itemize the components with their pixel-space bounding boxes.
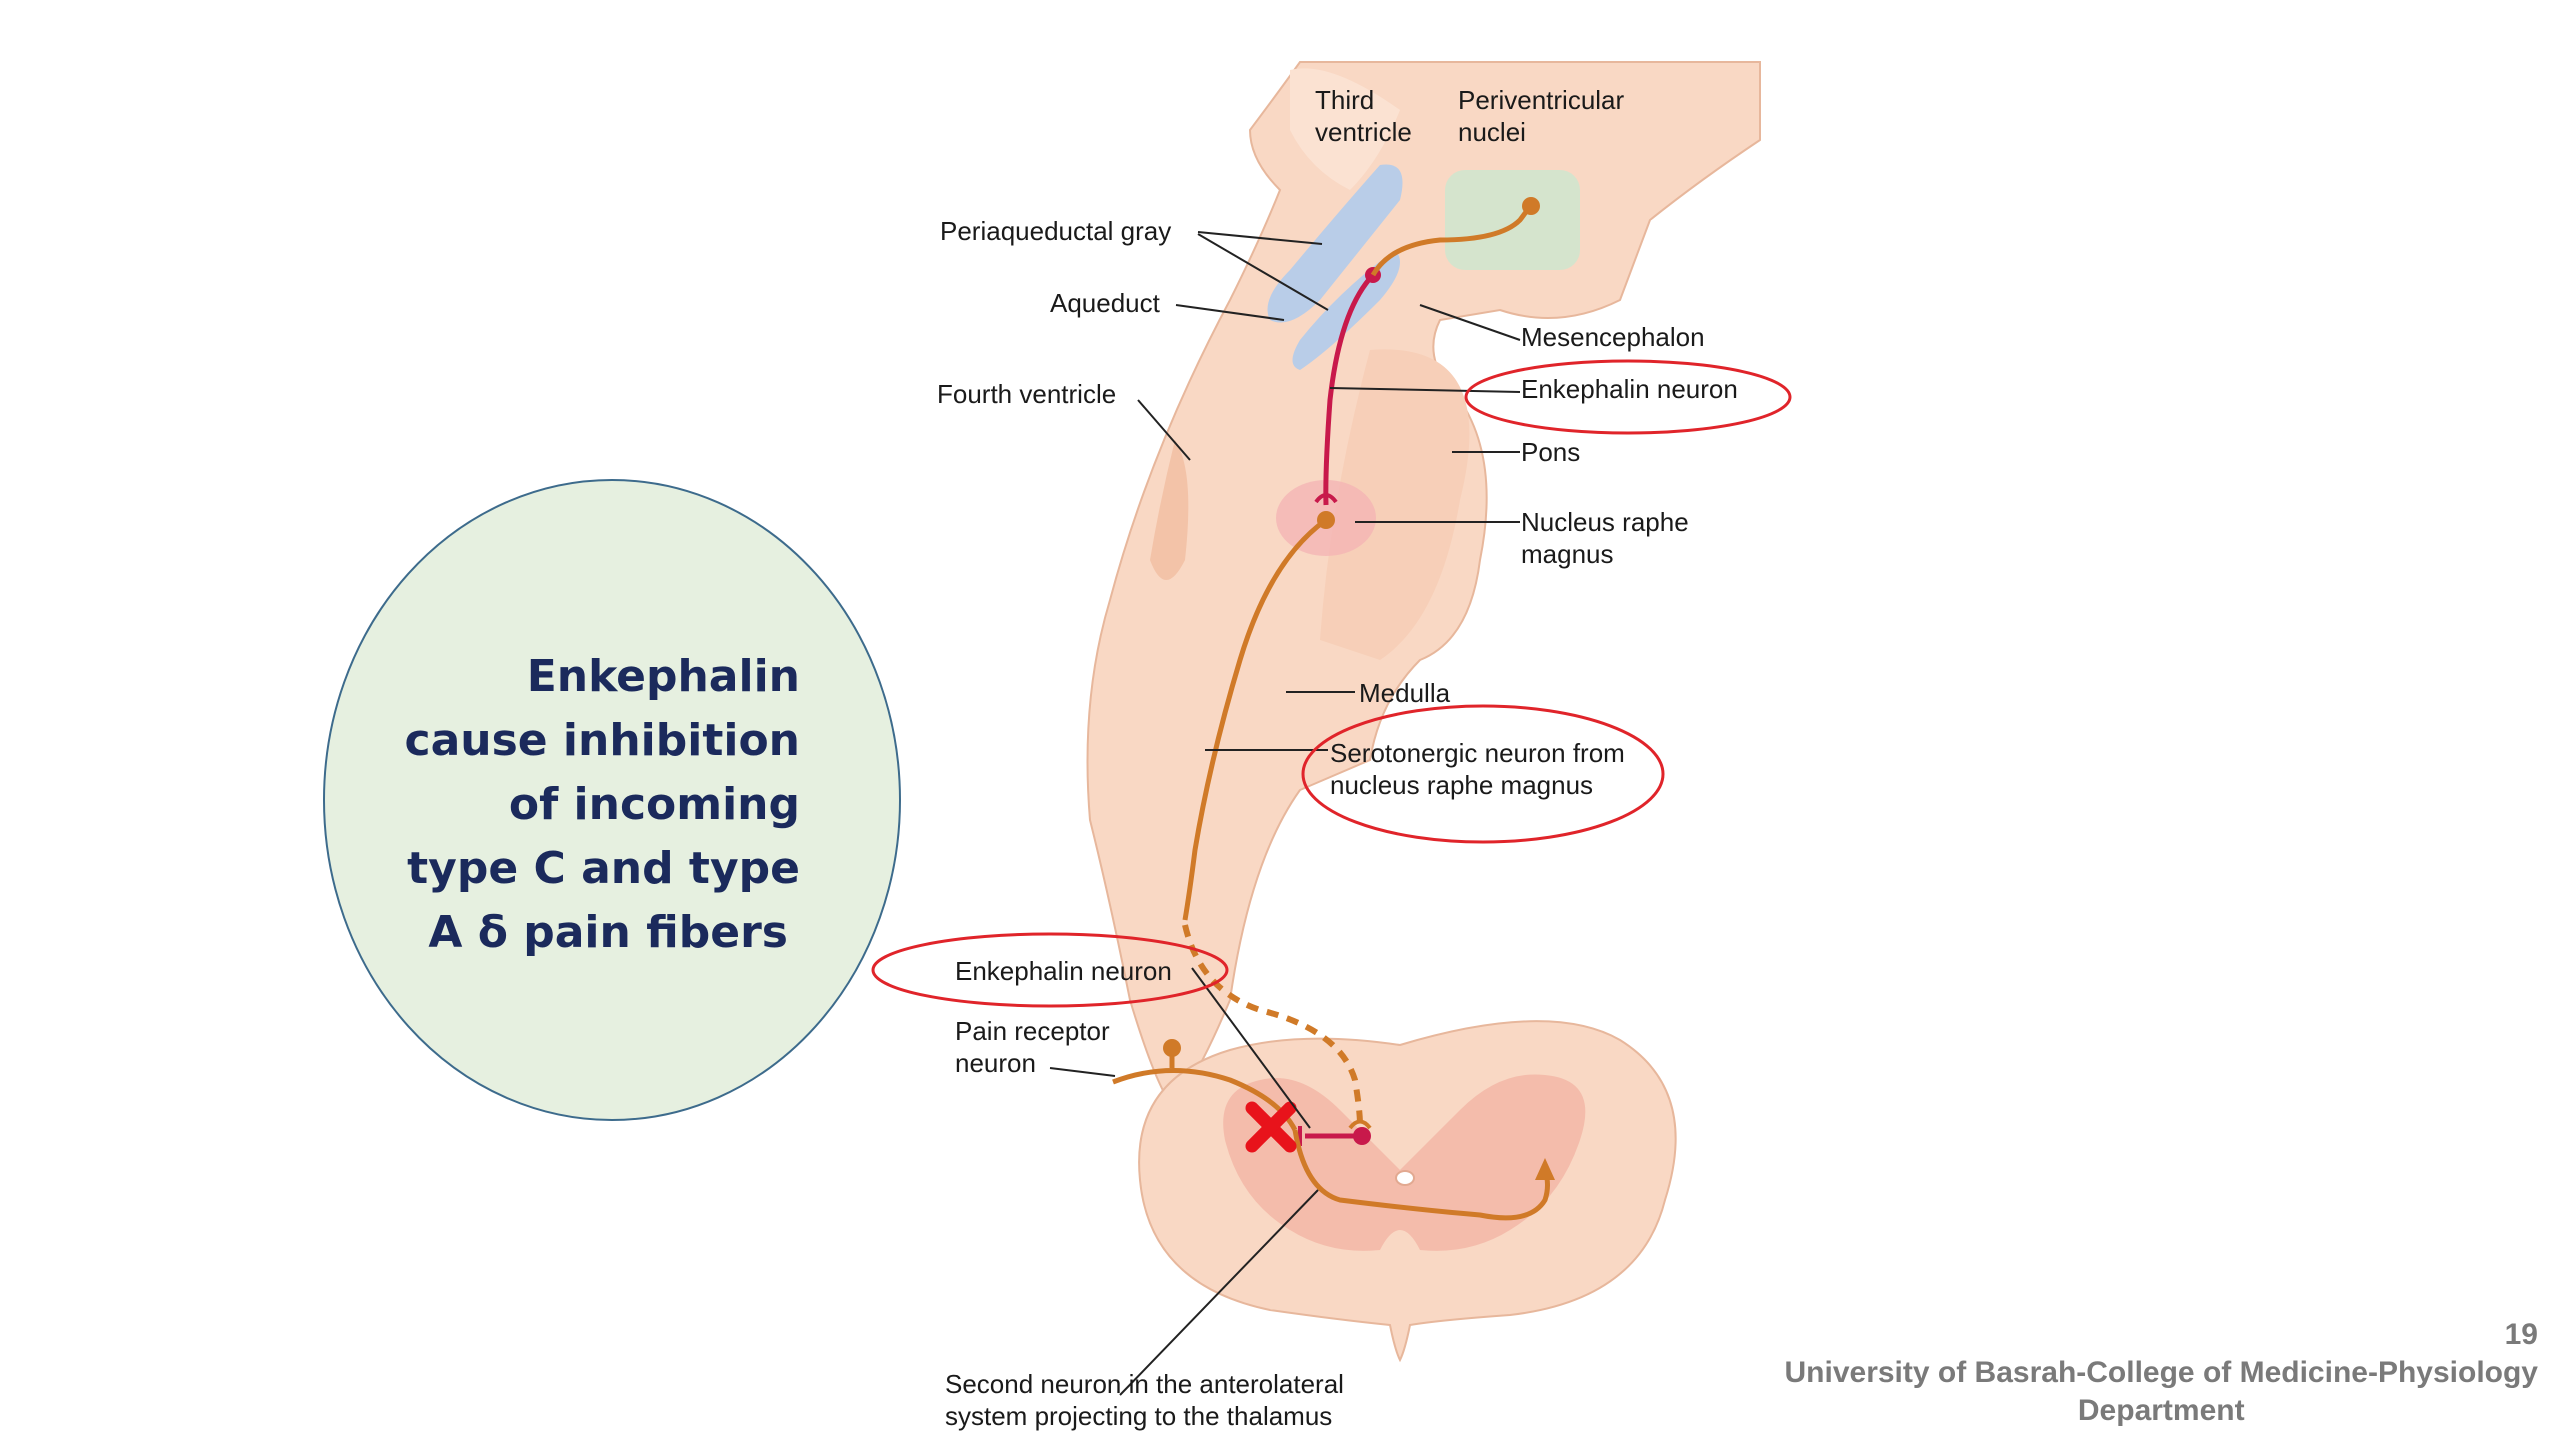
- callout-line: A δ pain fibers: [428, 907, 788, 958]
- enkephalin-neuron-soma-bottom: [1353, 1127, 1371, 1145]
- label-enkephalin-neuron-bottom: Enkephalin neuron: [955, 956, 1172, 986]
- periventricular-neuron-soma: [1522, 197, 1540, 215]
- callout-ellipse: [323, 479, 901, 1121]
- label-mesencephalon: Mesencephalon: [1521, 322, 1705, 352]
- fourth-ventricle-shape: [1150, 440, 1189, 580]
- enkephalin-terminal-top: [1314, 493, 1338, 504]
- enkephalin-neuron-top: [1323, 273, 1375, 506]
- label-pons: Pons: [1521, 437, 1580, 467]
- serotonergic-terminal: [1348, 1119, 1372, 1130]
- footer-institution: University of Basrah-College of Medicine…: [1784, 1356, 2539, 1389]
- callout-line: Enkephalin: [526, 651, 800, 702]
- callout-line: type C and type: [407, 843, 800, 894]
- serotonergic-neuron-axon: [1182, 517, 1328, 921]
- central-canal: [1395, 1170, 1415, 1186]
- footer-department: Department: [2077, 1394, 2245, 1427]
- page-number: 19: [2504, 1318, 2538, 1351]
- spinal-gray-matter: [1223, 1074, 1586, 1251]
- upper-tissue-lobe: [1290, 68, 1400, 190]
- highlight-oval-enkephalin-bottom: [871, 932, 1229, 1008]
- aqueduct-shape: [1267, 164, 1403, 323]
- label-fourth-ventricle: Fourth ventricle: [937, 379, 1116, 409]
- label-medulla: Medulla: [1359, 678, 1451, 708]
- leader-lines: [1049, 231, 1521, 1396]
- callout-line: of incoming: [508, 779, 800, 830]
- pons-shape: [1320, 349, 1470, 660]
- inhibition-x-icon: [1245, 1101, 1297, 1153]
- label-enkephalin-neuron-top: Enkephalin neuron: [1521, 374, 1738, 404]
- callout-line: cause inhibition: [404, 715, 800, 766]
- periventricular-nuclei-shape: [1445, 170, 1580, 270]
- serotonergic-neuron-dashed: [1182, 924, 1363, 1126]
- label-periaqueductal-gray: Periaqueductal gray: [940, 216, 1171, 246]
- second-neuron-arrowhead: [1535, 1158, 1555, 1180]
- label-aqueduct: Aqueduct: [1050, 288, 1161, 318]
- highlight-oval-serotonergic: [1301, 704, 1665, 844]
- callout-text: Enkephalin cause inhibition of incoming …: [300, 645, 800, 965]
- footer-attribution: University of Basrah-College of Medicine…: [1785, 1354, 2539, 1430]
- highlight-oval-enkephalin-top: [1464, 359, 1792, 435]
- second-neuron: [1292, 1129, 1550, 1221]
